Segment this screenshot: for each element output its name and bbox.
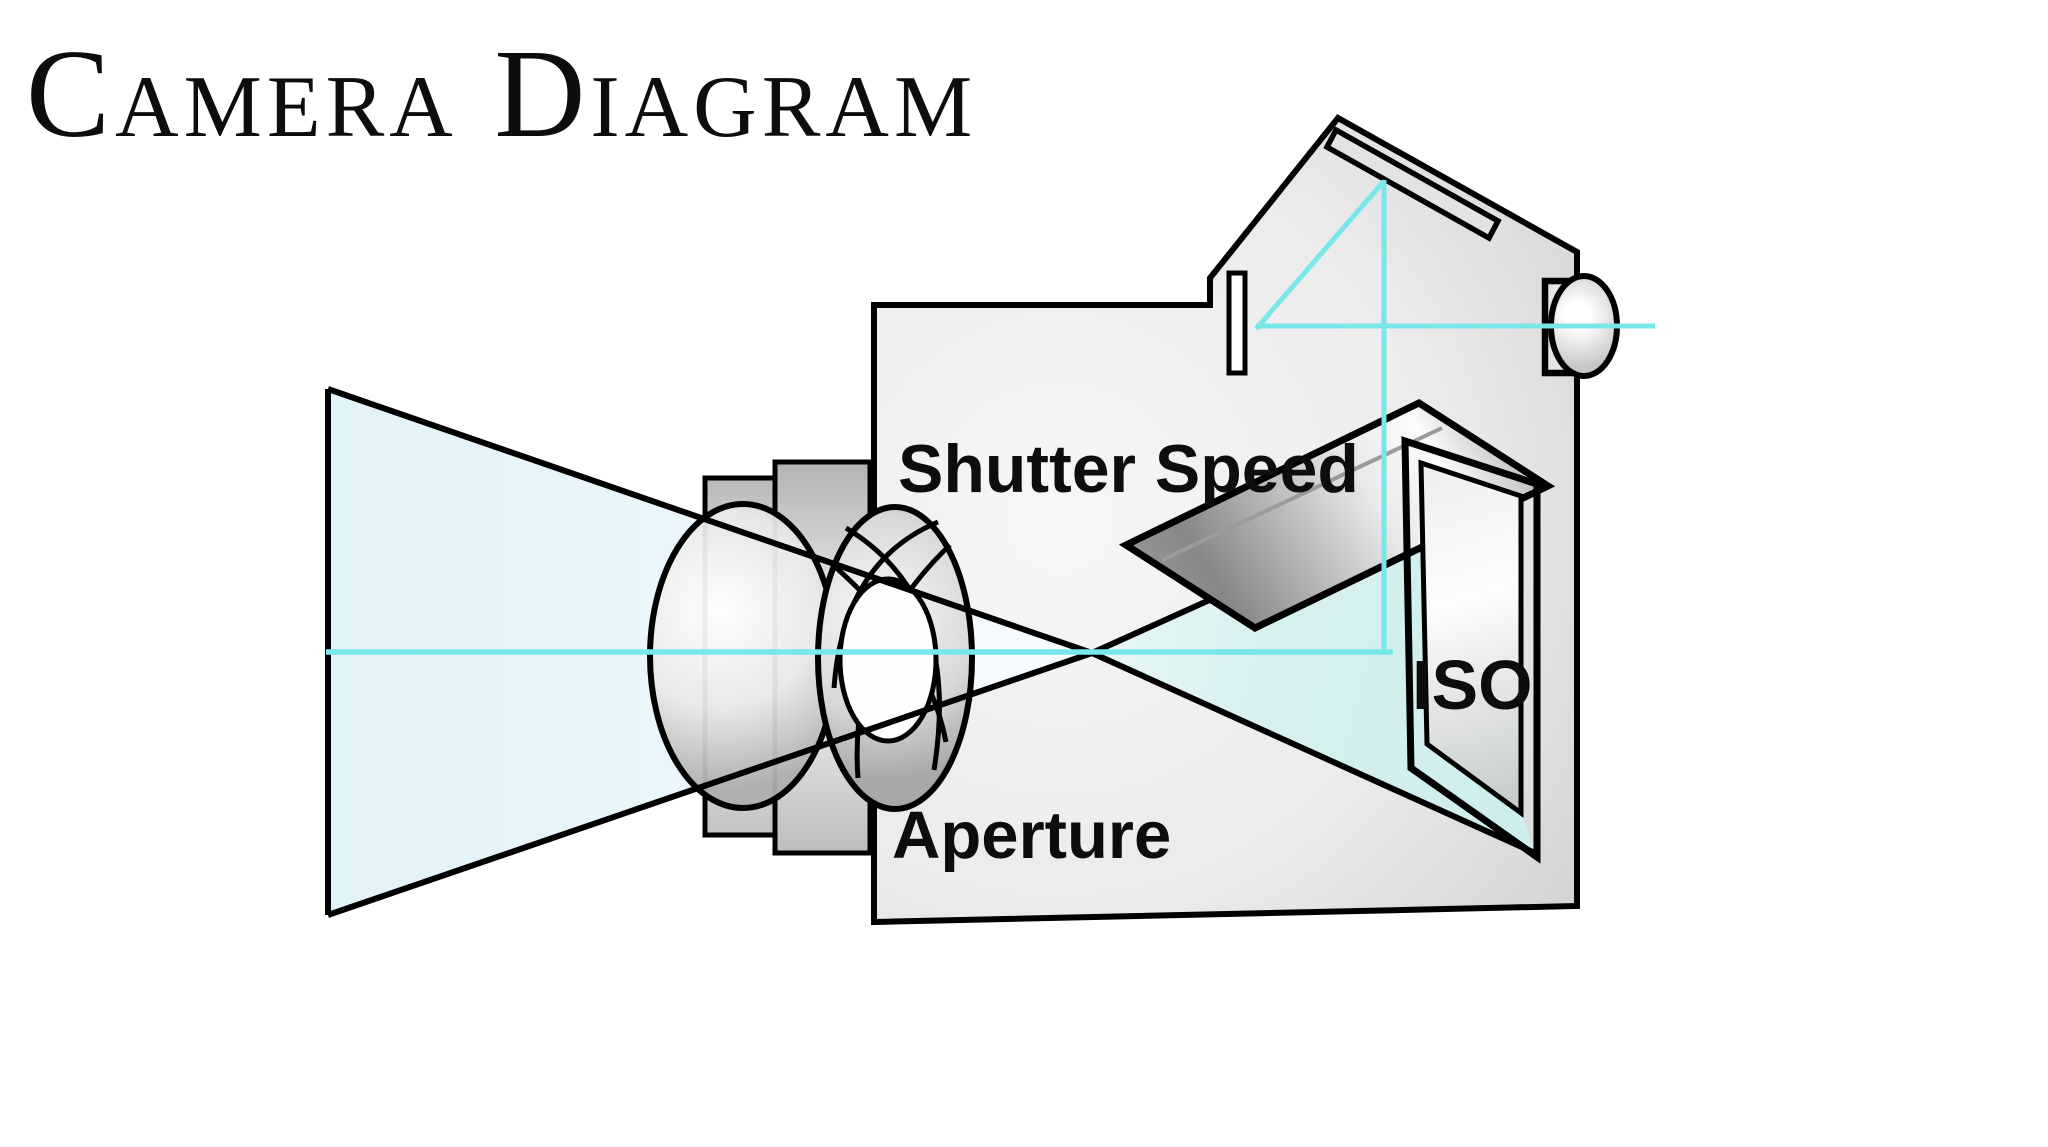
aperture-assembly	[815, 504, 975, 812]
pentaprism-window	[1323, 126, 1502, 242]
label-iso: ISO	[1412, 646, 1533, 724]
mirror-glass-edge	[1161, 426, 1443, 562]
beam-prism-diagonal-line	[1254, 179, 1386, 331]
sensor-frame	[1401, 436, 1541, 864]
page-title: Camera Diagram	[26, 25, 977, 164]
focusing-screen-slit	[1226, 270, 1248, 376]
label-aperture: Aperture	[892, 798, 1171, 873]
shutter-mirror	[1118, 398, 1556, 633]
front-lens	[647, 501, 839, 811]
aperture-opening	[837, 576, 939, 744]
label-shutter-speed: Shutter Speed	[898, 431, 1359, 507]
sensor-face	[1418, 459, 1524, 818]
